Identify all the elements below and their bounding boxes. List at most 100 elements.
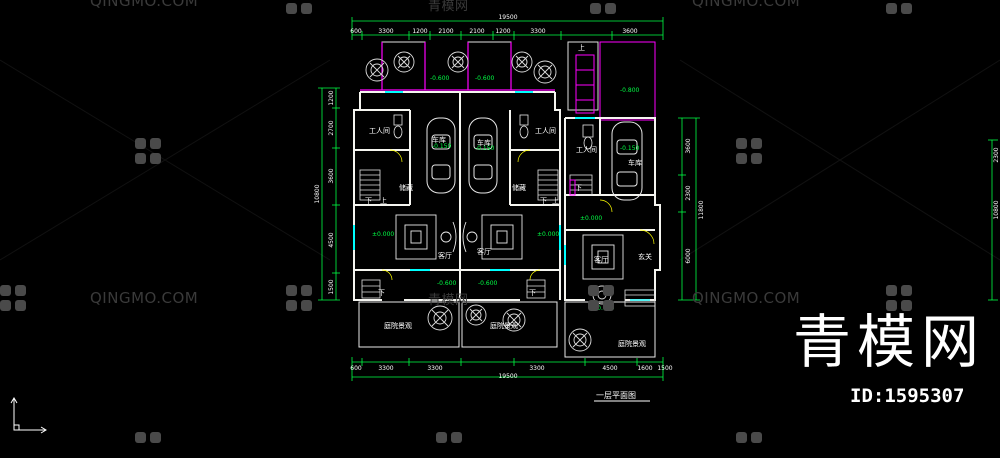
watermark-url-3: QINGMO.COM (90, 289, 199, 307)
right-dim-3: 6000 (685, 248, 692, 263)
level-garage-left: -0.150 (432, 143, 452, 150)
car-middle (468, 117, 498, 194)
level-living-left: ±0.000 (372, 231, 394, 238)
label-living-right: 客厅 (477, 247, 491, 256)
label-storage-right: 储藏 (512, 183, 526, 192)
right-dim-1: 3600 (685, 138, 692, 153)
level-living-right: ±0.000 (537, 231, 559, 238)
tree-5 (533, 60, 557, 84)
room-labels: 工人间 工人间 工人间 车库 车库 车库 储藏 储藏 客厅 客厅 客厅 玄关 庭… (365, 43, 652, 348)
level-annex: -0.800 (620, 87, 640, 94)
watermark-logo-icon (886, 3, 912, 14)
brand-watermark: 青模网 (793, 308, 986, 376)
top-dim-6: 1200 (495, 28, 510, 35)
level-front-left: -0.600 (437, 280, 457, 287)
sofa-set-middle (462, 214, 523, 260)
stair-entry-left (361, 279, 381, 299)
label-up-2: 上 (552, 196, 559, 205)
level-garage-right: -0.150 (620, 145, 640, 152)
left-dim-2: 2700 (328, 120, 335, 135)
bottom-dim-1: 600 (350, 365, 362, 372)
level-front-right: -0.600 (478, 280, 498, 287)
top-magenta-walls (360, 42, 555, 91)
cad-viewport[interactable]: 19500 600 3300 1200 2100 2100 1200 3300 … (0, 0, 1000, 445)
tree-9 (568, 328, 592, 352)
magenta-annex (569, 54, 595, 196)
side-dimension-texts: 1200 2700 3600 4500 1500 10800 3600 2300… (314, 90, 705, 294)
label-up-1: 上 (380, 196, 387, 205)
ucs-icon (10, 397, 47, 434)
label-garden-left: 庭院景观 (384, 321, 412, 330)
tree-6 (427, 305, 453, 331)
stair-left (359, 169, 381, 201)
background-lines (0, 59, 1000, 261)
bottom-total-dim: 19500 (498, 373, 517, 380)
left-dim-5: 1500 (328, 279, 335, 294)
label-down-5: 下 (575, 184, 582, 192)
label-garden-right: 庭院景观 (618, 339, 646, 348)
top-dim-1: 600 (350, 28, 362, 35)
tree-8 (502, 308, 526, 332)
bottom-dim-3: 3300 (427, 365, 442, 372)
sofa-set-left (395, 214, 457, 260)
bath-fixtures (393, 114, 594, 150)
far-right-dim-2: 10800 (993, 200, 1000, 219)
car-left (426, 117, 456, 194)
side-dimension-lines (318, 87, 700, 301)
watermark-logo-icon (736, 138, 762, 164)
left-total-dim: 10800 (314, 184, 321, 203)
top-dim-3: 1200 (412, 28, 427, 35)
level-garage-mid: -0.150 (475, 145, 495, 152)
drawing-title: 一层平面图 (596, 391, 636, 400)
top-dim-4: 2100 (438, 28, 453, 35)
left-dim-1: 1200 (328, 90, 335, 105)
watermark-logo-icon (588, 285, 614, 311)
left-dim-4: 4500 (328, 232, 335, 247)
label-garage-right: 车库 (628, 158, 642, 167)
stair-entry-right (526, 279, 546, 299)
level-garden-right: -0.600 (475, 75, 495, 82)
floor-plan-drawing: 19500 600 3300 1200 2100 2100 1200 3300 … (0, 14, 1000, 434)
cars (426, 117, 643, 201)
top-dim-5: 2100 (469, 28, 484, 35)
sofa-set-right (582, 234, 624, 280)
top-garden-plots (381, 41, 656, 121)
label-worker-unit3: 工人间 (576, 146, 597, 154)
level-markers: -0.600 -0.600 -0.800 -0.150 -0.150 -0.15… (372, 75, 640, 312)
watermark-logo-icon (0, 285, 26, 311)
label-living-left: 客厅 (438, 251, 452, 260)
label-living-unit3: 客厅 (594, 255, 608, 264)
label-garden-mid: 庭院景观 (490, 321, 518, 330)
bottom-dim-4: 3300 (529, 365, 544, 372)
bottom-dim-2: 3300 (378, 365, 393, 372)
watermark-text-top: 青模网 (428, 0, 469, 14)
top-dimension-lines (351, 17, 664, 381)
image-id-label: ID:1595307 (850, 385, 965, 407)
doors (381, 149, 655, 281)
watermark-logo-icon (736, 432, 762, 443)
tree-4 (511, 51, 533, 73)
label-down-4: 下 (529, 289, 536, 297)
watermark-url-2: QINGMO.COM (692, 0, 801, 10)
watermark-logo-icon (886, 285, 912, 311)
lower-gardens (358, 301, 656, 358)
stairs (359, 169, 656, 307)
bottom-dim-6: 1600 (637, 365, 652, 372)
bottom-dim-5: 4500 (602, 365, 617, 372)
tree-3 (447, 51, 469, 73)
far-right-dim-texts: 2300 10800 (993, 147, 1000, 219)
far-right-dims (988, 139, 998, 301)
stair-right (537, 169, 559, 201)
car-right (611, 121, 643, 201)
level-unit3: ±0.000 (580, 215, 602, 222)
watermark-logo-icon (135, 138, 161, 164)
label-worker-right: 工人间 (535, 127, 556, 135)
watermark-text-mid: 青模网 (428, 293, 469, 308)
bottom-dim-7: 1500 (657, 365, 672, 372)
top-dim-8: 3600 (622, 28, 637, 35)
label-down-3: 下 (378, 289, 385, 297)
label-up-3: 上 (578, 43, 585, 52)
label-down-1: 下 (365, 197, 372, 205)
label-storage-left: 储藏 (399, 183, 413, 192)
watermark-logo-icon (135, 432, 161, 443)
